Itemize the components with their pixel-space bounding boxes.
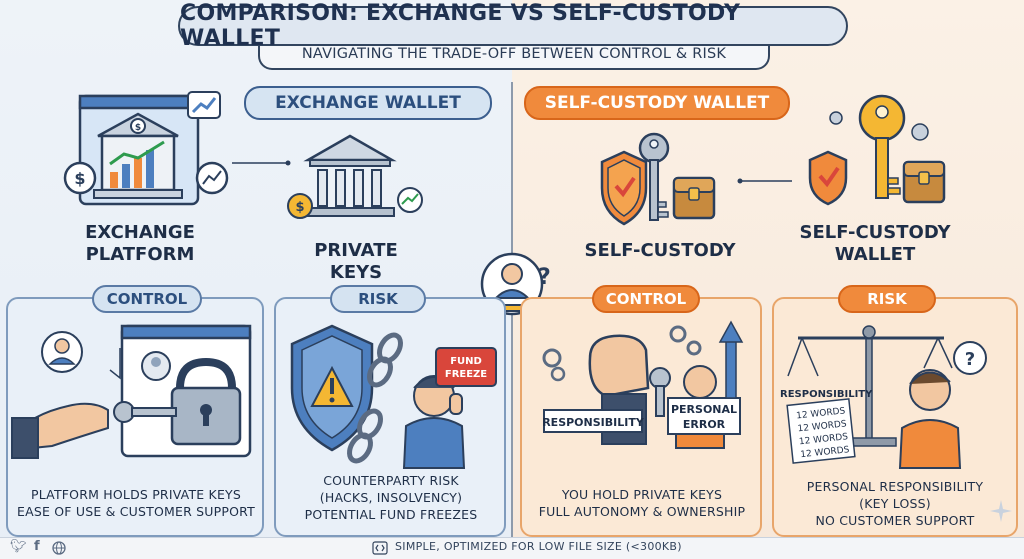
gold-key-wallet-icon [808, 94, 946, 206]
selfcustody-risk-line1: PERSONAL RESPONSIBILITY [806, 479, 984, 494]
exchange-control-line1: PLATFORM HOLDS PRIVATE KEYS [30, 487, 242, 502]
selfcustody-risk-caption: PERSONAL RESPONSIBILITY (KEY LOSS) NO CU… [776, 478, 1014, 529]
exchange-control-tag: CONTROL [92, 285, 202, 313]
exchange-platform-label-line2: PLATFORM [85, 244, 195, 265]
scale-responsibility-label: RESPONSIBILITY [780, 389, 873, 400]
scale-seed-illustration: RESPONSIBILITY 12 WORDS 12 WORDS 12 WORD… [780, 325, 987, 469]
exchange-control-line2: EASE OF USE & CUSTOMER SUPPORT [17, 504, 255, 519]
selfcustody-risk-tag: RISK [838, 285, 936, 313]
footer-bar [0, 537, 1024, 559]
sparkle-icon [990, 500, 1012, 522]
svg-text:?: ? [965, 349, 975, 370]
personal-error-sign-line1: PERSONAL [671, 403, 737, 416]
personal-error-sign-line2: ERROR [683, 418, 726, 431]
exchange-risk-caption: COUNTERPARTY RISK (HACKS, INSOLVENCY) PO… [278, 472, 504, 523]
svg-text:$: $ [135, 123, 141, 133]
selfcustody-wallet-label-line1: SELF-CUSTODY [799, 222, 951, 243]
svg-text:?: ? [538, 265, 551, 290]
fund-freeze-badge-line2: FREEZE [445, 369, 487, 380]
code-icon [372, 541, 388, 555]
svg-text:$: $ [295, 200, 304, 215]
fist-key-illustration: RESPONSIBILITY PERSONAL ERROR [542, 320, 744, 449]
exchange-risk-line3: POTENTIAL FUND FREEZES [304, 507, 478, 522]
private-keys-label: PRIVATE KEYS [314, 240, 398, 283]
bank-icon: $ [287, 134, 423, 219]
selfcustody-control-line1: YOU HOLD PRIVATE KEYS [561, 487, 723, 502]
selfcustody-wallet-label-line2: WALLET [834, 244, 916, 265]
selfcustody-control-tag: CONTROL [592, 285, 700, 313]
footer-text: SIMPLE, OPTIMIZED FOR LOW FILE SIZE (<30… [395, 540, 682, 553]
globe-icon[interactable] [52, 541, 66, 555]
fund-freeze-badge-line1: FUND [450, 356, 482, 367]
selfcustody-wallet-label: SELF-CUSTODY WALLET [790, 222, 960, 266]
selfcustody-risk-line2: (KEY LOSS) [859, 496, 931, 511]
exchange-control-caption: PLATFORM HOLDS PRIVATE KEYS EASE OF USE … [14, 486, 258, 520]
exchange-risk-line2: (HACKS, INSOLVENCY) [319, 490, 463, 505]
selfcustody-control-line2: FULL AUTONOMY & OWNERSHIP [538, 504, 746, 519]
selfcustody-icon-label: SELF-CUSTODY [584, 240, 736, 261]
facebook-icon[interactable]: f [34, 539, 40, 554]
exchange-risk-line1: COUNTERPARTY RISK [323, 473, 459, 488]
locked-browser-illustration [11, 324, 252, 459]
svg-text:$: $ [74, 169, 85, 188]
shield-chain-illustration: FUND FREEZE [290, 324, 497, 469]
selfcustody-risk-line3: NO CUSTOMER SUPPORT [815, 513, 975, 528]
exchange-platform-label-line1: EXCHANGE [85, 222, 195, 243]
twitter-icon[interactable]: 🐦︎ [10, 539, 27, 554]
shield-key-chest-icon [600, 132, 716, 226]
responsibility-sign: RESPONSIBILITY [542, 416, 645, 429]
selfcustody-control-caption: YOU HOLD PRIVATE KEYS FULL AUTONOMY & OW… [524, 486, 760, 520]
connector-line-right [737, 178, 792, 184]
selfcustody-wallet-heading: SELF-CUSTODY WALLET [524, 86, 790, 120]
exchange-wallet-heading: EXCHANGE WALLET [244, 86, 492, 120]
exchange-platform-icon: $ $ [63, 91, 229, 206]
page-title: COMPARISON: EXCHANGE VS SELF-CUSTODY WAL… [178, 1, 848, 51]
exchange-risk-tag: RISK [330, 285, 426, 313]
connector-line [232, 160, 291, 166]
exchange-platform-label: EXCHANGE PLATFORM [80, 222, 200, 266]
